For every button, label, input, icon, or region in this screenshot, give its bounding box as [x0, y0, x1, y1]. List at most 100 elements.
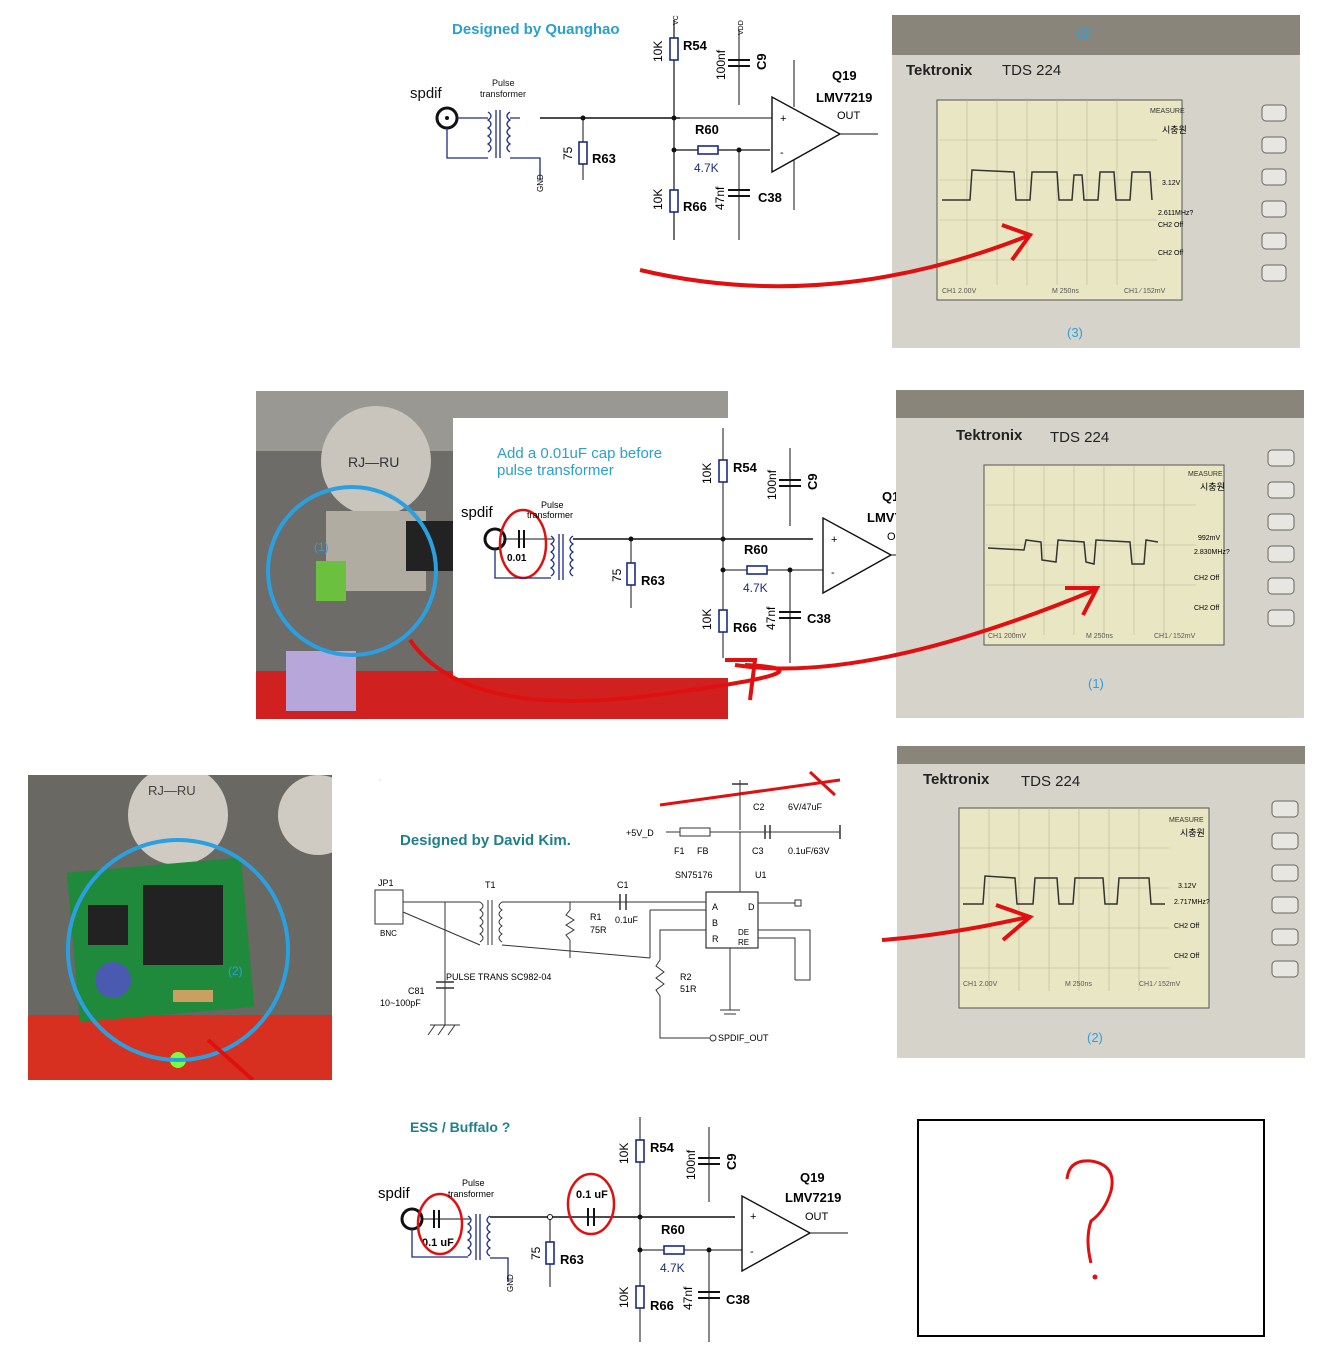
svg-text:R54: R54 [733, 460, 758, 475]
highlight-circle-1 [266, 485, 438, 657]
oscilloscope-1-svg: Tektronix TDS 224 (2) MEASURE 시충원 3.12V … [892, 15, 1300, 348]
svg-text:3.12V: 3.12V [1178, 883, 1197, 890]
svg-text:R66: R66 [733, 620, 757, 635]
transformer-label: Pulse [492, 78, 515, 88]
resistor-r54 [669, 37, 679, 61]
svg-text:CH2 Off: CH2 Off [1194, 575, 1219, 582]
svg-text:C38: C38 [726, 1292, 750, 1307]
svg-text:3.12V: 3.12V [1162, 180, 1181, 187]
svg-text:10K: 10K [617, 1287, 631, 1308]
svg-text:C2: C2 [753, 802, 765, 812]
pulse-transformer [446, 110, 541, 180]
schematic-quanghao: Designed by Quanghao spdif Pulse transfo… [400, 0, 890, 270]
svg-text:R60: R60 [744, 542, 768, 557]
oscilloscope-3: Tektronix TDS 224 MEASURE 시충원 3.12V 2.71… [897, 746, 1305, 1058]
svg-text:B: B [712, 918, 718, 928]
svg-text:(2): (2) [1077, 25, 1093, 40]
schematic-david-kim-title: Designed by David Kim. [400, 832, 571, 849]
svg-text:transformer: transformer [448, 1189, 494, 1199]
svg-text:CH2 Off: CH2 Off [1174, 953, 1199, 960]
svg-text:spdif: spdif [461, 504, 494, 521]
strike-line [659, 778, 841, 807]
svg-text:Tektronix: Tektronix [923, 771, 990, 788]
svg-text:CH1 ⁄ 152mV: CH1 ⁄ 152mV [1154, 633, 1196, 640]
svg-text:10K: 10K [700, 609, 714, 630]
svg-text:M 250ns: M 250ns [1065, 981, 1092, 988]
svg-text:C3: C3 [752, 846, 764, 856]
opamp-lmv7219: + - Q19 LMV7219 OUT [680, 60, 878, 210]
svg-text:GND: GND [506, 1274, 515, 1292]
svg-text:0.1 uF: 0.1 uF [576, 1189, 608, 1201]
svg-text:RJ—RU: RJ—RU [148, 783, 196, 798]
svg-text:MEASURE: MEASURE [1169, 817, 1204, 824]
svg-text:6V/47uF: 6V/47uF [788, 802, 823, 812]
schematic-modified: Add a 0.01uF cap before pulse transforme… [453, 418, 938, 678]
svg-text:M 250ns: M 250ns [1052, 288, 1079, 295]
resistor-r63: R63 75 [561, 118, 616, 180]
resistor-r60 [697, 145, 719, 155]
transformer-label-2: transformer [480, 89, 526, 99]
svg-text:100nf: 100nf [714, 49, 728, 80]
svg-text:C1: C1 [617, 880, 629, 890]
schematic-modified-title: Add a 0.01uF cap before [497, 445, 662, 462]
schematic-ess-buffalo: ESS / Buffalo ? spdif 0.1 uF Pulse trans… [370, 1112, 860, 1352]
svg-text:47nf: 47nf [713, 186, 727, 210]
svg-text:U1: U1 [755, 870, 767, 880]
svg-text:(3): (3) [1067, 325, 1083, 340]
svg-text:-: - [831, 567, 835, 579]
svg-text:0.1uF/63V: 0.1uF/63V [788, 846, 830, 856]
svg-text:R1: R1 [590, 912, 602, 922]
svg-text:C81: C81 [408, 986, 425, 996]
svg-text:시충원: 시충원 [1180, 828, 1205, 838]
svg-text:R63: R63 [641, 573, 665, 588]
svg-text:(2): (2) [228, 964, 243, 978]
svg-text:47nf: 47nf [681, 1286, 695, 1310]
svg-text:R63: R63 [592, 151, 616, 166]
cap2-highlight [566, 1172, 616, 1236]
svg-text:MEASURE: MEASURE [1150, 108, 1185, 115]
svg-text:D: D [748, 902, 755, 912]
svg-text:시충원: 시충원 [1162, 125, 1187, 135]
svg-text:4.7K: 4.7K [743, 581, 768, 595]
arrow-2 [408, 586, 1101, 703]
svg-text:CH2 Off: CH2 Off [1174, 923, 1199, 930]
svg-text:10~100pF: 10~100pF [380, 998, 421, 1008]
svg-text:(2): (2) [1087, 1030, 1103, 1045]
svg-text:2.611MHz?: 2.611MHz? [1158, 210, 1193, 217]
svg-text:C9: C9 [805, 473, 820, 490]
svg-text:Tektronix: Tektronix [906, 62, 973, 79]
svg-text:47nf: 47nf [764, 606, 778, 630]
schematic-title: Designed by Quanghao [452, 21, 620, 38]
svg-text:PULSE TRANS SC982-04: PULSE TRANS SC982-04 [446, 972, 551, 982]
svg-text:992mV: 992mV [1198, 535, 1221, 542]
gnd-label: GND [536, 174, 545, 192]
svg-text:2.717MHz?: 2.717MHz? [1174, 899, 1210, 906]
svg-text:CH2 Off: CH2 Off [1158, 222, 1183, 229]
svg-text:10K: 10K [700, 463, 714, 484]
svg-text:75R: 75R [590, 925, 607, 935]
svg-text:0.01: 0.01 [507, 553, 527, 564]
svg-text:시충원: 시충원 [1200, 482, 1225, 492]
svg-text:+: + [750, 1211, 756, 1223]
svg-text:TDS 224: TDS 224 [1021, 773, 1080, 790]
spdif-label: spdif [410, 85, 443, 102]
svg-text:4.7K: 4.7K [660, 1261, 685, 1275]
svg-text:10K: 10K [651, 189, 665, 210]
svg-text:CH2 Off: CH2 Off [1158, 250, 1183, 257]
svg-text:SN75176: SN75176 [675, 870, 713, 880]
svg-text:Pulse: Pulse [541, 500, 564, 510]
svg-text:(1): (1) [1088, 676, 1104, 691]
svg-text:T1: T1 [485, 880, 496, 890]
svg-text:+: + [780, 113, 786, 125]
schematic-david-kim: Designed by David Kim. C2 6V/47uF +5V_D … [370, 770, 870, 1050]
svg-text:CH1 200mV: CH1 200mV [988, 633, 1026, 640]
svg-text:Tektronix: Tektronix [956, 427, 1023, 444]
svg-text:0.1 uF: 0.1 uF [422, 1237, 454, 1249]
svg-text:+: + [831, 534, 837, 546]
oscilloscope-2: Tektronix TDS 224 MEASURE 시충원 992mV 2.83… [896, 390, 1304, 718]
svg-text:FB: FB [697, 846, 709, 856]
svg-text:(1): (1) [314, 540, 329, 554]
svg-text:51R: 51R [680, 984, 697, 994]
svg-text:Q19: Q19 [800, 1170, 825, 1185]
highlight-circle-2 [66, 838, 290, 1062]
